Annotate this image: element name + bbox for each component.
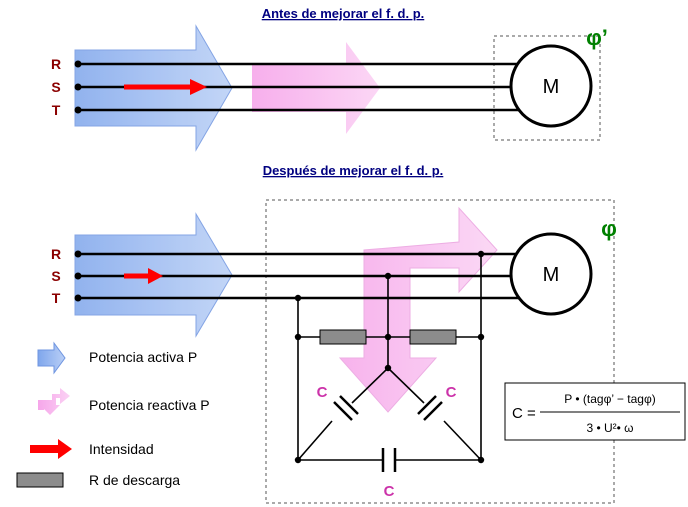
terminal-s-before <box>74 83 82 91</box>
legend-active-power-label: Potencia activa P <box>89 349 197 365</box>
phase-t-label-after: T <box>52 290 61 306</box>
phase-r-label-after: R <box>51 246 61 262</box>
terminal-t-before <box>74 106 82 114</box>
legend: Potencia activa P Potencia reactiva P In… <box>16 341 210 488</box>
junction-dots <box>294 250 485 464</box>
capacitor-plates <box>333 395 443 472</box>
legend-current-label: Intensidad <box>89 441 154 457</box>
capacitor-left-plate-b <box>339 395 359 415</box>
title-before: Antes de mejorar el f. d. p. <box>262 6 425 21</box>
legend-resistor-icon <box>16 472 64 488</box>
capacitor-left-label: C <box>317 384 328 401</box>
capacitor-right-plate-b <box>423 401 443 421</box>
legend-active-power-icon <box>37 341 66 375</box>
discharge-resistor-left <box>319 329 367 345</box>
discharge-resistor-right <box>409 329 457 345</box>
terminal-t-after <box>74 294 82 302</box>
phase-r-label-before: R <box>51 56 61 72</box>
terminal-s-after <box>74 272 82 280</box>
angle-after-label: φ <box>601 216 617 241</box>
legend-current-icon <box>30 439 72 459</box>
capacitor-right-plate-a <box>417 395 437 415</box>
current-arrow-before <box>124 79 207 95</box>
formula-denominator: 3 • U²• ω <box>586 421 633 435</box>
capacitor-right-label: C <box>446 384 457 401</box>
formula-lhs: C = <box>512 405 536 422</box>
motor-before <box>509 44 593 128</box>
capacitor-left-plate-a <box>333 401 353 421</box>
phase-s-label-after: S <box>51 268 60 284</box>
capacitor-bank-wiring <box>297 254 482 461</box>
motor-label-before: M <box>543 76 560 98</box>
compensation-enclosure <box>265 199 615 504</box>
phase-s-label-before: S <box>51 79 60 95</box>
capacitor-bottom-label: C <box>384 483 395 500</box>
motor-after <box>509 232 593 316</box>
angle-before-label: φ’ <box>586 25 608 50</box>
terminal-r-before <box>74 60 82 68</box>
legend-reactive-power-icon <box>38 388 70 415</box>
current-arrow-after <box>124 268 163 284</box>
legend-resistor-label: R de descarga <box>89 472 180 488</box>
reactive-power-arrow-after <box>338 206 498 413</box>
formula-numerator: P • (tagφ’ − tagφ) <box>564 392 655 406</box>
title-after: Después de mejorar el f. d. p. <box>263 163 444 178</box>
motor-label-after: M <box>543 264 560 286</box>
terminal-r-after <box>74 250 82 258</box>
legend-reactive-power-label: Potencia reactiva P <box>89 397 210 413</box>
phase-t-label-before: T <box>52 102 61 118</box>
